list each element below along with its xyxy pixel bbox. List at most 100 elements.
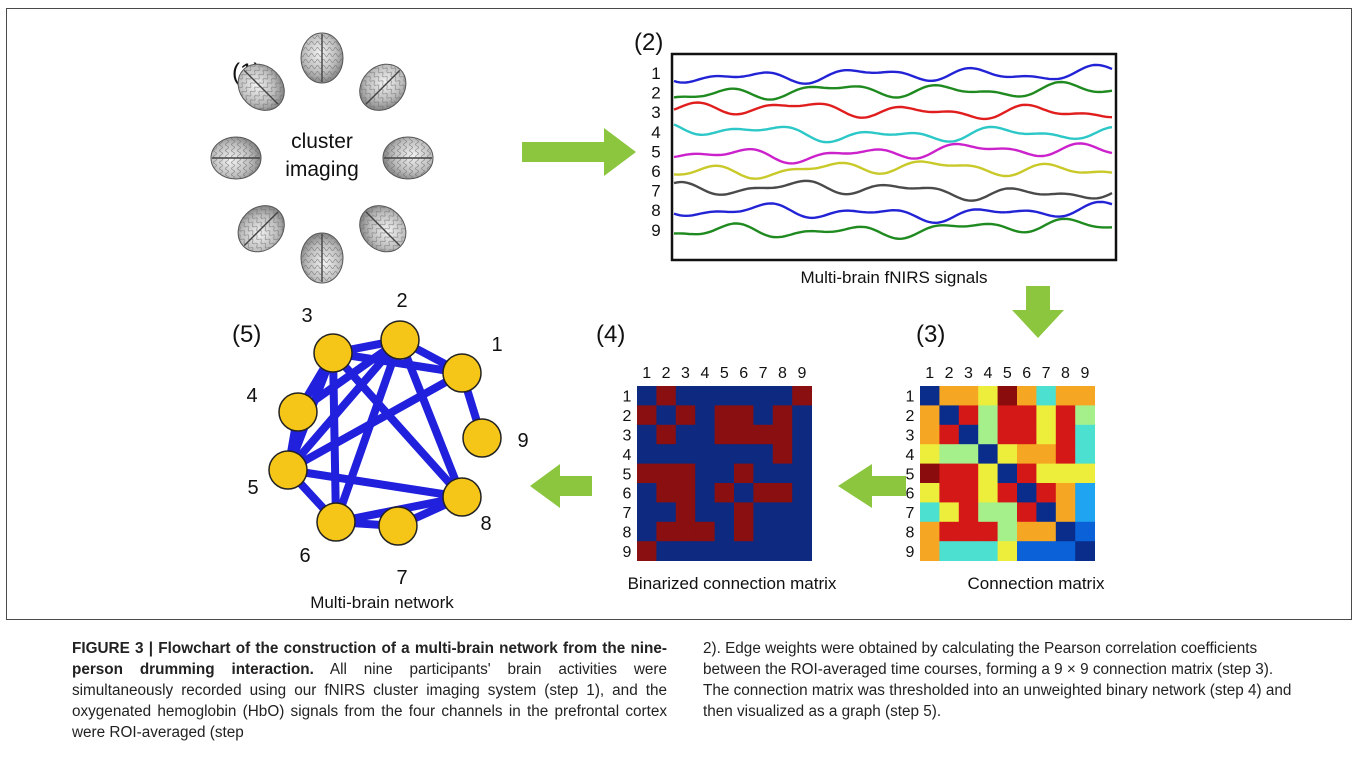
matrix-cell: [656, 541, 677, 561]
network-caption: Multi-brain network: [310, 593, 454, 612]
matrix-cell: [939, 483, 960, 503]
network-node-label: 9: [517, 430, 528, 452]
caption-left-text: All nine participants' brain activities …: [72, 661, 667, 741]
caption-right-text: 2). Edge weights were obtained by calcul…: [703, 640, 1292, 720]
network-node-label: 3: [301, 305, 312, 327]
matrix-cell: [637, 521, 657, 542]
matrix-cell: [920, 521, 940, 542]
signal-trace-2: [673, 80, 1113, 101]
matrix-cell: [714, 502, 735, 523]
matrix-cell: [920, 424, 940, 445]
network-node-label: 2: [396, 290, 407, 312]
matrix-col-label: 3: [681, 365, 690, 382]
matrix-cell: [734, 444, 754, 464]
matrix-cell: [920, 444, 940, 464]
matrix-cell: [695, 521, 715, 542]
matrix-cell: [695, 483, 715, 503]
matrix-cell: [734, 463, 754, 484]
matrix-cell: [1075, 541, 1095, 561]
matrix-cell: [792, 444, 812, 464]
matrix-cell: [920, 502, 940, 523]
matrix-row-label: 9: [906, 544, 915, 561]
matrix-cell: [637, 502, 657, 523]
figure-title: FIGURE 3 | Flowchart of the construction…: [72, 640, 667, 678]
matrix-cell: [772, 483, 793, 503]
matrix-cell: [1036, 424, 1057, 445]
matrix-cell: [1017, 386, 1037, 406]
matrix-cell: [637, 405, 657, 426]
matrix-cell: [734, 483, 754, 503]
matrix-cell: [675, 463, 696, 484]
signal-trace-9: [673, 217, 1113, 241]
matrix-cell: [997, 483, 1018, 503]
network-node-9: [462, 418, 502, 458]
matrix-cell: [1055, 521, 1076, 542]
arrow-1-to-2: [522, 128, 636, 176]
channel-label-1: 1: [651, 64, 660, 83]
matrix-col-label: 8: [778, 365, 787, 382]
matrix-cell: [1055, 483, 1076, 503]
matrix-cell: [714, 405, 735, 426]
matrix-cell: [1017, 521, 1037, 542]
matrix-row-label: 1: [623, 389, 632, 406]
matrix-cell: [1075, 386, 1095, 406]
matrix-cell: [958, 483, 979, 503]
matrix-cell: [695, 444, 715, 464]
matrix-cell: [1075, 444, 1095, 464]
signal-trace-1: [673, 63, 1113, 85]
channel-label-4: 4: [651, 123, 660, 142]
caption-right-column: 2). Edge weights were obtained by calcul…: [703, 638, 1301, 722]
brain-ring: [210, 32, 434, 284]
matrix-row-label: 3: [906, 428, 915, 445]
matrix-cell: [753, 521, 774, 542]
matrix-cell: [656, 502, 677, 523]
signal-trace-5: [673, 142, 1113, 165]
matrix-cell: [958, 541, 979, 561]
network-node-7: [378, 506, 418, 546]
matrix-col-label: 4: [700, 365, 709, 382]
matrix-cell: [753, 502, 774, 523]
matrix-cell: [1075, 521, 1095, 542]
matrix-cell: [675, 502, 696, 523]
matrix-cell: [656, 444, 677, 464]
brain-icon: [237, 205, 285, 253]
matrix-cell: [1017, 541, 1037, 561]
matrix-cell: [1055, 502, 1076, 523]
matrix-cell: [753, 483, 774, 503]
matrix-cell: [1017, 424, 1037, 445]
matrix-cell: [958, 405, 979, 426]
matrix-cell: [792, 502, 812, 523]
matrix-cell: [637, 541, 657, 561]
network-edge: [329, 349, 466, 377]
matrix-cell: [920, 386, 940, 406]
matrix-cell: [920, 405, 940, 426]
matrix-cell: [675, 386, 696, 406]
matrix-row-label: 2: [906, 408, 915, 425]
connection-matrix-caption: Connection matrix: [967, 574, 1105, 593]
matrix-cell: [792, 483, 812, 503]
matrix-cell: [637, 444, 657, 464]
channel-label-9: 9: [651, 221, 660, 240]
matrix-cell: [978, 541, 998, 561]
matrix-row-label: 6: [623, 486, 632, 503]
matrix-cell: [772, 463, 793, 484]
brain-icon: [359, 205, 407, 253]
matrix-cell: [1036, 502, 1057, 523]
matrix-cell: [978, 444, 998, 464]
matrix-cell: [1075, 405, 1095, 426]
network-node-label: 5: [247, 477, 258, 499]
network-node-label: 6: [299, 545, 310, 567]
caption-left-column: FIGURE 3 | Flowchart of the construction…: [72, 638, 667, 743]
brain-icon: [210, 136, 262, 180]
matrix-cell: [978, 521, 998, 542]
network-node-8: [442, 477, 482, 517]
brain-icon: [359, 63, 407, 111]
brain-icon: [300, 32, 344, 84]
signals-caption: Multi-brain fNIRS signals: [800, 268, 987, 287]
matrix-col-label: 1: [925, 365, 934, 382]
matrix-cell: [656, 521, 677, 542]
matrix-cell: [1017, 405, 1037, 426]
matrix-cell: [792, 405, 812, 426]
matrix-cell: [695, 541, 715, 561]
